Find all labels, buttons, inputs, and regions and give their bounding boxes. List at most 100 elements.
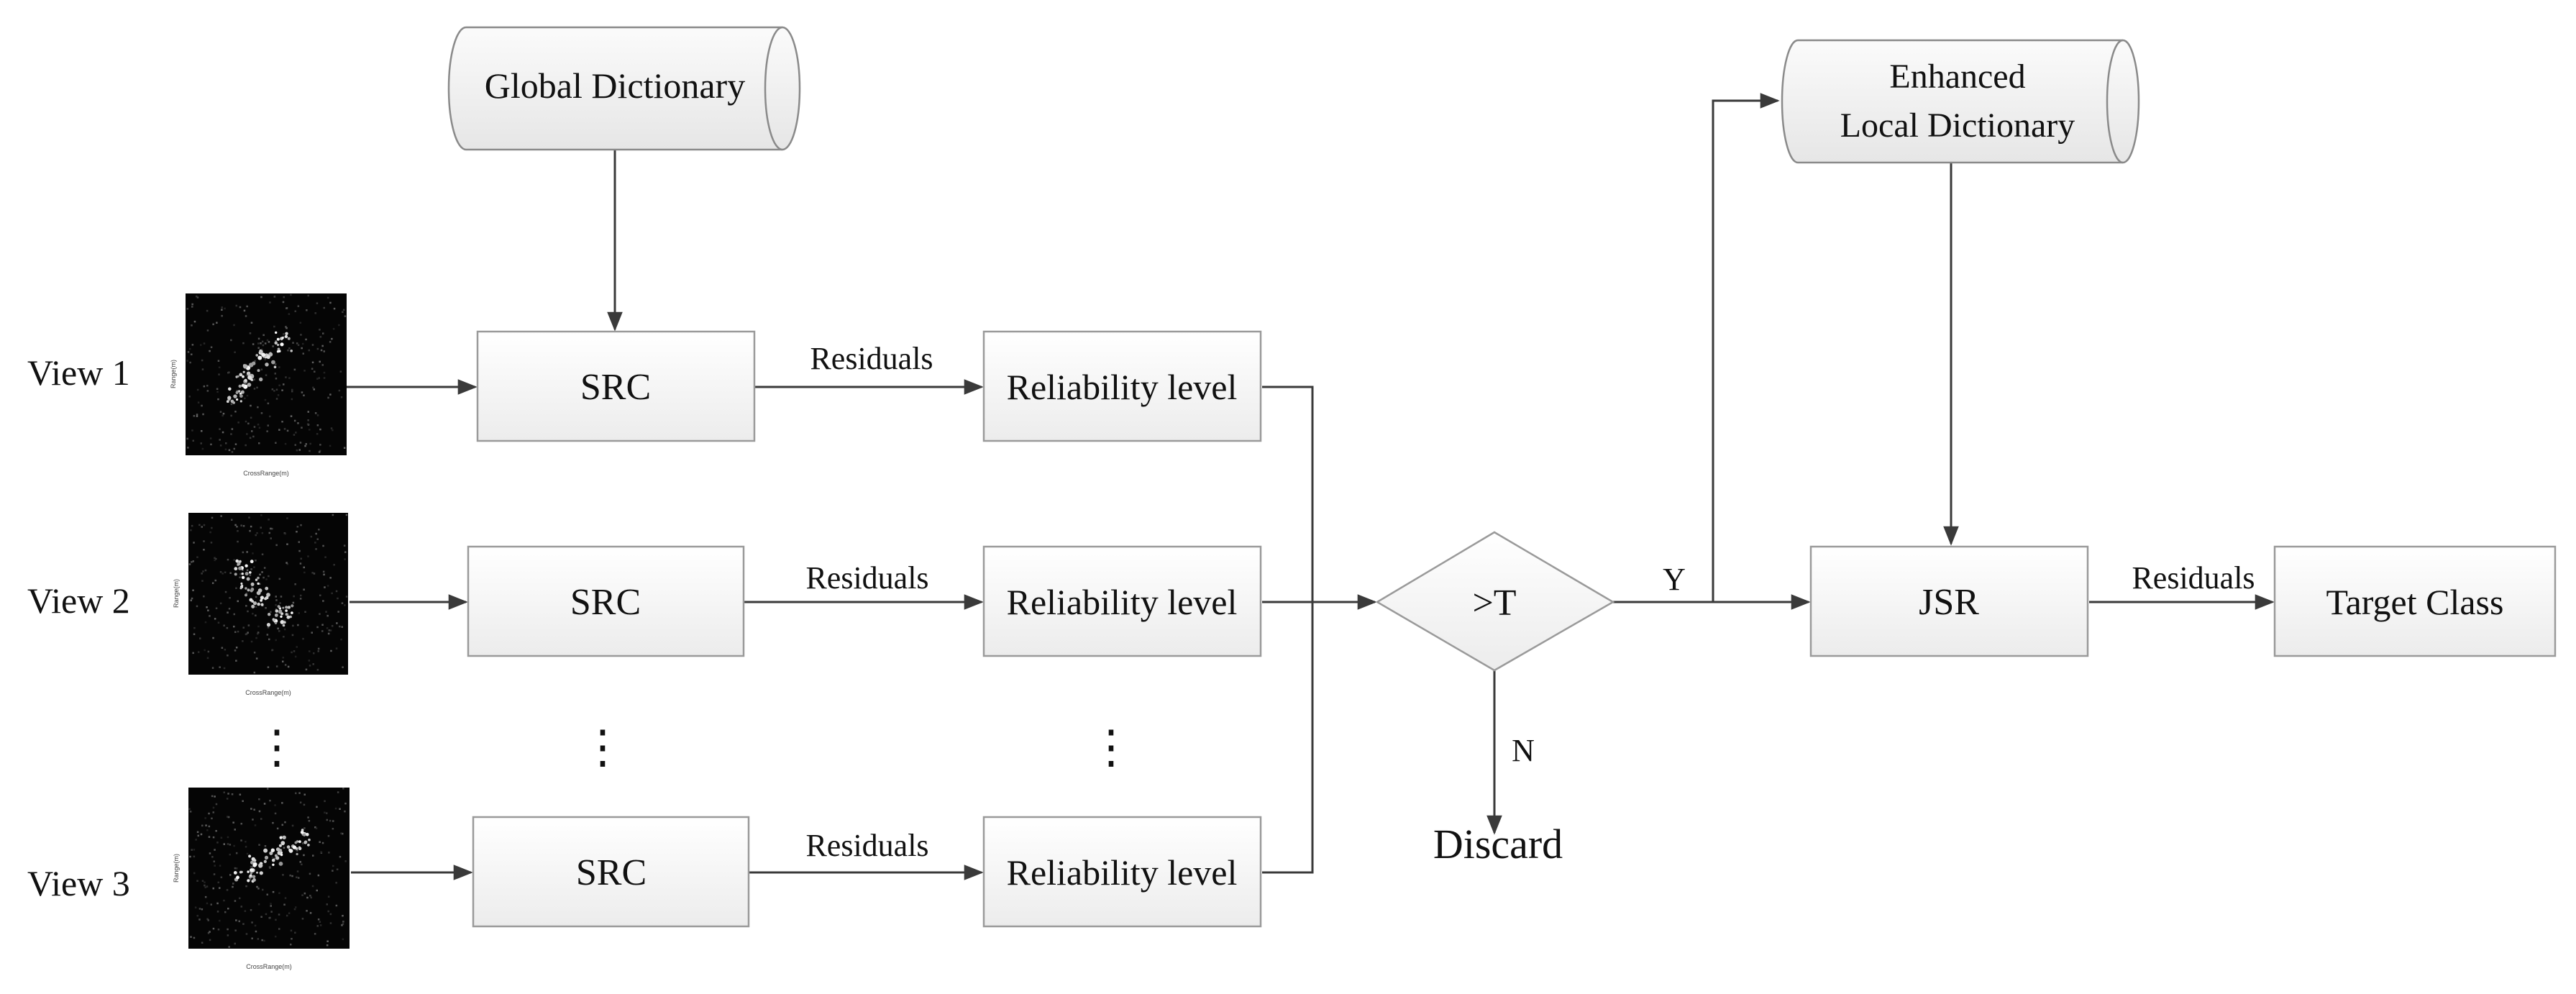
speckle-noise	[217, 881, 219, 884]
speckle-noise	[324, 586, 326, 588]
speckle-noise	[206, 329, 209, 332]
speckle-noise	[314, 542, 316, 544]
speckle-noise	[226, 626, 229, 629]
speckle-noise	[311, 368, 314, 370]
speckle-noise	[209, 437, 212, 439]
target-scatter	[241, 390, 245, 393]
speckle-noise	[260, 342, 262, 345]
speckle-noise	[263, 567, 266, 569]
speckle-noise	[313, 388, 315, 391]
target-scatter	[287, 606, 291, 609]
speckle-noise	[315, 532, 317, 535]
target-scatter	[255, 354, 258, 357]
speckle-noise	[233, 559, 235, 561]
speckle-noise	[234, 942, 236, 945]
speckle-noise	[252, 613, 254, 615]
speckle-noise	[201, 573, 203, 575]
speckle-noise	[223, 843, 225, 845]
speckle-noise	[329, 922, 332, 924]
speckle-noise	[332, 865, 334, 867]
speckle-noise	[286, 429, 289, 432]
speckle-noise	[272, 345, 274, 347]
speckle-noise	[246, 394, 249, 397]
speckle-noise	[342, 788, 344, 790]
speckle-noise	[270, 537, 272, 539]
speckle-noise	[215, 607, 218, 609]
speckle-noise	[286, 543, 288, 545]
speckle-noise	[291, 938, 293, 940]
target-scatter	[264, 855, 269, 860]
speckle-noise	[332, 328, 335, 330]
speckle-noise	[275, 442, 277, 444]
speckle-noise	[234, 443, 237, 445]
speckle-noise	[187, 447, 189, 449]
speckle-noise	[245, 420, 247, 423]
speckle-noise	[291, 388, 293, 391]
speckle-noise	[263, 939, 265, 942]
speckle-noise	[214, 849, 216, 851]
speckle-noise	[294, 583, 296, 585]
speckle-noise	[201, 359, 204, 362]
speckle-noise	[282, 657, 284, 659]
speckle-noise	[202, 570, 204, 573]
speckle-noise	[329, 577, 332, 579]
speckle-noise	[214, 579, 216, 582]
speckle-noise	[234, 351, 236, 353]
speckle-noise	[222, 412, 225, 415]
speckle-noise	[221, 431, 224, 434]
speckle-noise	[192, 439, 194, 442]
speckle-noise	[309, 450, 311, 452]
speckle-noise	[210, 903, 212, 906]
speckle-noise	[278, 366, 280, 368]
speckle-noise	[235, 919, 237, 921]
target-scatter	[261, 352, 265, 357]
speckle-noise	[338, 389, 341, 392]
target-scatter	[274, 341, 278, 345]
speckle-noise	[299, 562, 302, 565]
target-scatter	[257, 576, 260, 580]
speckle-noise	[208, 812, 210, 815]
speckle-noise	[227, 816, 229, 818]
target-scatter	[250, 860, 254, 865]
speckle-noise	[317, 918, 320, 921]
speckle-noise	[204, 884, 206, 887]
speckle-noise	[249, 332, 252, 334]
speckle-noise	[212, 811, 214, 813]
target-scatter	[286, 845, 291, 849]
speckle-noise	[316, 347, 319, 350]
speckle-noise	[233, 844, 235, 847]
speckle-noise	[277, 627, 279, 630]
speckle-noise	[207, 932, 210, 934]
target-scatter	[236, 398, 239, 401]
speckle-noise	[284, 664, 287, 666]
target-scatter	[255, 578, 258, 581]
target-scatter	[252, 878, 256, 882]
target-scatter	[278, 844, 282, 847]
speckle-noise	[312, 386, 314, 389]
speckle-noise	[206, 829, 209, 831]
speckle-noise	[220, 876, 223, 878]
speckle-noise	[195, 839, 197, 841]
speckle-noise	[193, 936, 196, 939]
target-scatter	[285, 606, 288, 609]
target-scatter	[250, 872, 253, 875]
speckle-noise	[242, 923, 245, 925]
speckle-noise	[275, 398, 278, 400]
speckle-noise	[270, 611, 272, 613]
target-scatter	[241, 573, 244, 575]
decision-yes-label: Y	[1663, 562, 1686, 597]
speckle-noise	[323, 371, 326, 374]
discard-label: Discard	[1433, 821, 1563, 867]
speckle-noise	[255, 534, 257, 537]
speckle-noise	[249, 878, 252, 880]
speckle-noise	[322, 544, 324, 547]
target-scatter	[245, 572, 249, 576]
speckle-noise	[254, 824, 257, 826]
speckle-noise	[233, 613, 235, 616]
speckle-noise	[278, 928, 280, 930]
speckle-noise	[302, 342, 304, 345]
speckle-noise	[204, 886, 206, 888]
target-scatter	[285, 609, 288, 612]
speckle-noise	[260, 514, 262, 516]
speckle-noise	[196, 296, 199, 298]
